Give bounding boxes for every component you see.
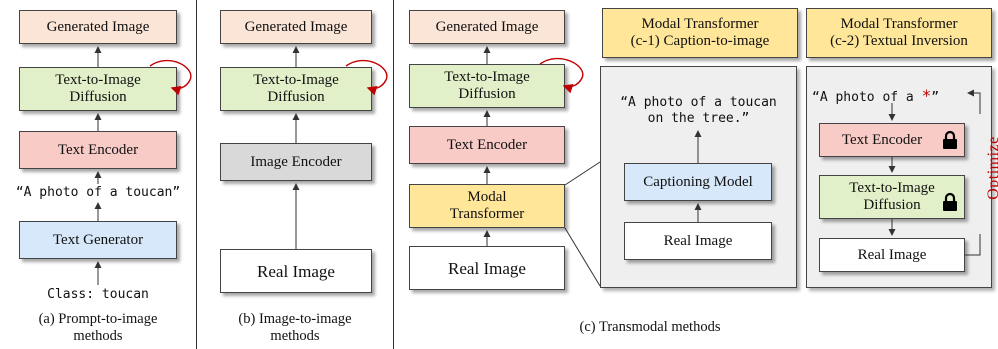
a-class-label: Class: toucan	[47, 287, 149, 302]
c1-captioning-model-box: Captioning Model	[624, 163, 772, 201]
c2-diffusion-box: Text-to-Image Diffusion	[819, 175, 965, 219]
b-caption-line-1: (b) Image-to-image	[238, 311, 352, 327]
c2-text-encoder-label: Text Encoder	[841, 131, 923, 148]
a-diffusion-label-1: Text-to-Image	[55, 72, 141, 88]
b-real-image-label: Real Image	[257, 261, 335, 281]
separator-bc	[393, 0, 394, 349]
c-zoom-line-top	[564, 161, 601, 186]
c-diffusion-box: Text-to-Image Diffusion	[409, 64, 565, 108]
c1-quote-line-2: on the tree.”	[647, 111, 750, 126]
a-diffusion-label-2: Diffusion	[69, 89, 127, 105]
c2-real-image-label: Real Image	[857, 246, 927, 263]
a-text-encoder-label: Text Encoder	[57, 141, 139, 158]
c2-star: *	[921, 86, 932, 105]
c2-optimize-loop-out	[965, 234, 981, 256]
a-caption: (a) Prompt-to-image methods	[0, 311, 196, 345]
c2-quote-text: “A photo of a	[812, 90, 922, 105]
c-diffusion-label-2: Diffusion	[458, 86, 516, 102]
c1-captioning-label: Captioning Model	[643, 173, 753, 190]
c-modal-label-1: Modal	[467, 189, 507, 205]
c-text-encoder-box: Text Encoder	[409, 126, 565, 164]
b-caption-line-2: methods	[270, 328, 320, 344]
a-prompt-text: “A photo of a toucan”	[15, 185, 181, 200]
c-zoom-line-bottom	[564, 227, 601, 287]
a-caption-line-1: (a) Prompt-to-image	[38, 311, 158, 327]
c-caption: (c) Transmodal methods	[579, 319, 721, 335]
a-text-generator-box: Text Generator	[19, 221, 177, 259]
a-text-generator-label: Text Generator	[52, 231, 144, 248]
a-caption-line-2: methods	[73, 328, 123, 344]
c2-diffusion-lock-icon	[943, 192, 957, 211]
b-generated-image-box: Generated Image	[220, 10, 372, 44]
a-generated-image-box: Generated Image	[19, 10, 177, 44]
c1-title-line-1: Modal Transformer	[641, 16, 759, 32]
a-diffusion-box: Text-to-Image Diffusion	[19, 67, 177, 111]
separator-ab	[196, 0, 197, 349]
c-real-image-box: Real Image	[409, 246, 565, 290]
b-generated-image-label: Generated Image	[244, 18, 348, 35]
b-diffusion-box: Text-to-Image Diffusion	[220, 67, 372, 111]
c2-text-encoder-lock-icon	[943, 130, 957, 149]
c2-title-line-2: (c-2) Textual Inversion	[830, 33, 968, 49]
b-loop-arrow	[345, 60, 388, 96]
b-image-encoder-box: Image Encoder	[220, 143, 372, 181]
c2-real-image-box: Real Image	[819, 238, 965, 272]
c1-quote: “A photo of a toucan on the tree.”	[600, 95, 797, 127]
c1-real-image-box: Real Image	[624, 222, 772, 260]
c1-title-line-2: (c-1) Caption-to-image	[630, 33, 770, 49]
b-diffusion-label-1: Text-to-Image	[253, 72, 339, 88]
b-real-image-box: Real Image	[220, 249, 372, 293]
c-generated-image-label: Generated Image	[435, 18, 539, 35]
c2-quote: “A photo of a *”	[812, 86, 962, 105]
c1-real-image-label: Real Image	[663, 232, 733, 249]
c-loop-arrow	[539, 58, 584, 94]
c2-title-box: Modal Transformer (c-2) Textual Inversio…	[806, 8, 992, 58]
c2-optimize-loop-in	[967, 89, 981, 114]
c2-diffusion-label-2: Diffusion	[863, 197, 921, 213]
c-generated-image-box: Generated Image	[409, 10, 565, 44]
c2-diffusion-label-1: Text-to-Image	[849, 180, 935, 196]
c1-title-box: Modal Transformer (c-1) Caption-to-image	[602, 8, 798, 58]
a-loop-arrow	[149, 60, 192, 96]
c-text-encoder-label: Text Encoder	[446, 136, 528, 153]
c2-text-encoder-box: Text Encoder	[819, 123, 965, 157]
c2-quote-end: ”	[931, 90, 940, 105]
a-generated-image-label: Generated Image	[46, 18, 150, 35]
c-modal-transformer-box: Modal Transformer	[409, 184, 565, 228]
b-caption: (b) Image-to-image methods	[197, 311, 393, 345]
c-diffusion-label-1: Text-to-Image	[444, 69, 530, 85]
c-modal-label-2: Transformer	[449, 206, 525, 222]
a-text-encoder-box: Text Encoder	[19, 131, 177, 169]
c-real-image-label: Real Image	[448, 258, 526, 278]
c1-quote-line-1: “A photo of a toucan	[620, 95, 777, 110]
c2-title-line-1: Modal Transformer	[840, 16, 958, 32]
b-image-encoder-label: Image Encoder	[250, 153, 342, 170]
b-diffusion-label-2: Diffusion	[267, 89, 325, 105]
